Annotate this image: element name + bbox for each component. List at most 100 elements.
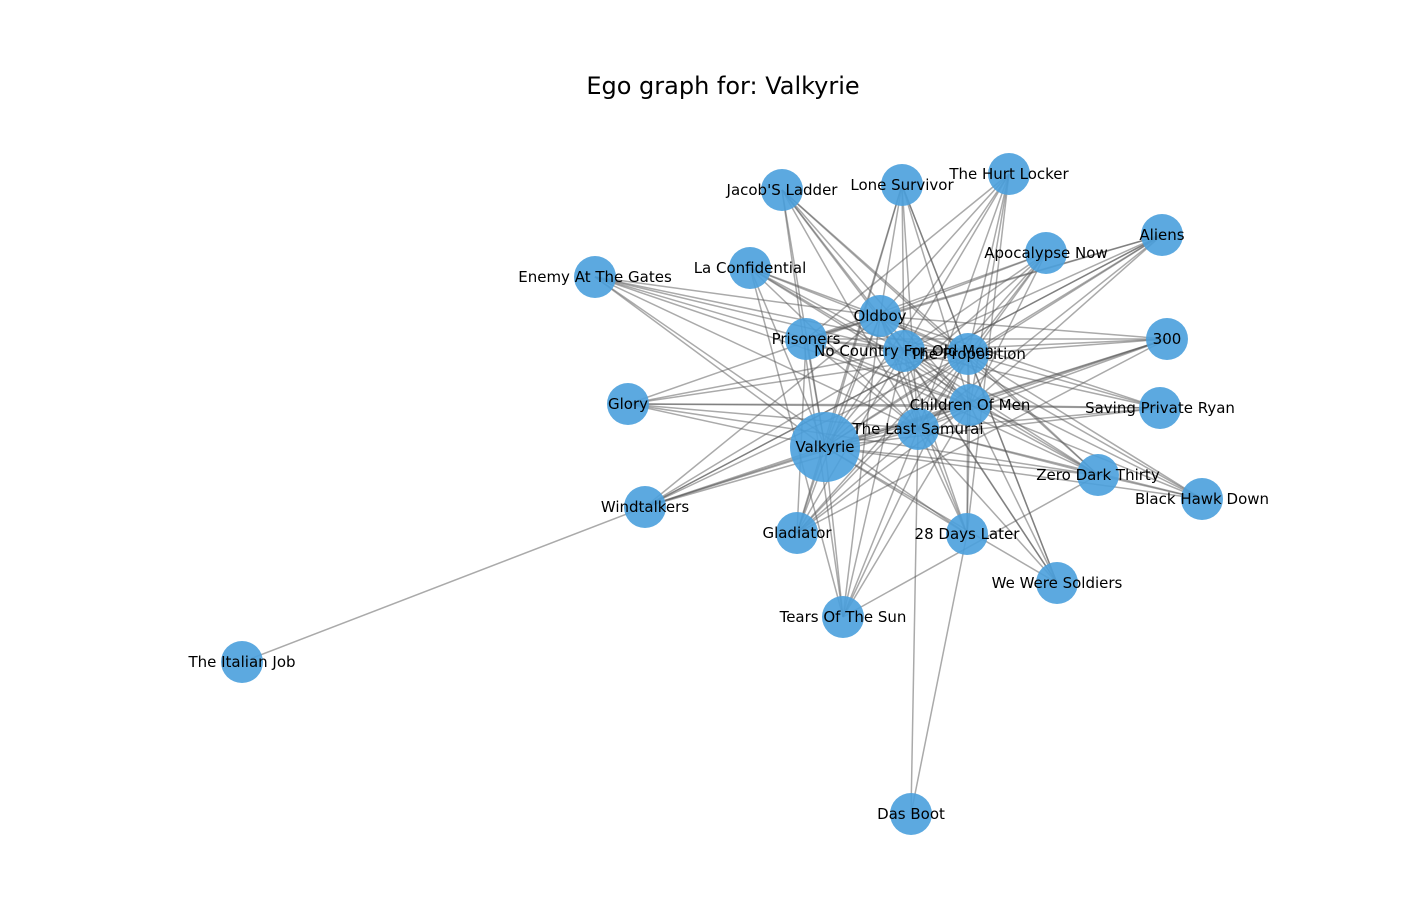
edge-no-country-we-were-soldiers bbox=[903, 350, 1058, 584]
edge-apocalypse-now-no-country bbox=[903, 252, 1047, 352]
edge-children-of-men-tears-of-the-sun bbox=[842, 404, 971, 618]
edge-proposition-zero-dark-thirty bbox=[967, 353, 1099, 476]
edge-no-country-tears-of-the-sun bbox=[842, 350, 905, 618]
edge-das-boot-twenty-eight-days-later bbox=[910, 533, 968, 815]
node-three-hundred bbox=[1146, 318, 1188, 360]
edge-la-confidential-children-of-men bbox=[749, 267, 971, 406]
edge-valkyrie-we-were-soldiers bbox=[824, 446, 1058, 584]
node-tears-of-the-sun bbox=[822, 596, 864, 638]
edge-children-of-men-twenty-eight-days-later bbox=[966, 404, 971, 535]
node-glory bbox=[607, 383, 649, 425]
edge-aliens-children-of-men bbox=[969, 234, 1163, 406]
node-label-three-hundred: 300 bbox=[1153, 330, 1182, 348]
edge-hurt-locker-oldboy bbox=[879, 173, 1010, 317]
node-label-prisoners: Prisoners bbox=[772, 330, 841, 348]
node-jacobs-ladder bbox=[761, 169, 803, 211]
node-label-valkyrie: Valkyrie bbox=[795, 438, 854, 456]
edge-glory-zero-dark-thirty bbox=[627, 403, 1099, 476]
node-windtalkers bbox=[624, 486, 666, 528]
edge-hurt-locker-prisoners bbox=[805, 173, 1010, 340]
edge-last-samurai-tears-of-the-sun bbox=[842, 428, 919, 618]
node-label-lone-survivor: Lone Survivor bbox=[850, 176, 954, 194]
node-label-tears-of-the-sun: Tears Of The Sun bbox=[779, 608, 907, 626]
node-proposition bbox=[947, 333, 989, 375]
node-hurt-locker bbox=[988, 153, 1030, 195]
node-zero-dark-thirty bbox=[1077, 454, 1119, 496]
node-label-children-of-men: Children Of Men bbox=[910, 396, 1031, 414]
node-label-last-samurai: The Last Samurai bbox=[851, 420, 983, 438]
node-label-apocalypse-now: Apocalypse Now bbox=[984, 244, 1107, 262]
edge-last-samurai-gladiator bbox=[796, 428, 919, 534]
node-saving-private-ryan bbox=[1139, 387, 1181, 429]
node-label-no-country: No Country For Old Men bbox=[814, 342, 994, 360]
nodes-layer bbox=[221, 153, 1223, 835]
edge-no-country-saving-private-ryan bbox=[903, 350, 1161, 409]
edge-aliens-no-country bbox=[903, 234, 1163, 352]
edge-valkyrie-enemy-at-the-gates bbox=[594, 276, 826, 448]
node-last-samurai bbox=[897, 408, 939, 450]
node-label-das-boot: Das Boot bbox=[877, 805, 945, 823]
node-we-were-soldiers bbox=[1036, 562, 1078, 604]
edge-das-boot-last-samurai bbox=[910, 428, 919, 815]
edge-enemy-at-the-gates-oldboy bbox=[594, 276, 881, 317]
node-no-country bbox=[883, 330, 925, 372]
node-lone-survivor bbox=[881, 164, 923, 206]
node-label-black-hawk-down: Black Hawk Down bbox=[1135, 490, 1269, 508]
edge-last-samurai-windtalkers bbox=[644, 428, 919, 508]
node-label-zero-dark-thirty: Zero Dark Thirty bbox=[1036, 466, 1160, 484]
node-italian-job bbox=[221, 641, 263, 683]
node-label-hurt-locker: The Hurt Locker bbox=[948, 165, 1069, 183]
edge-no-country-zero-dark-thirty bbox=[903, 350, 1099, 476]
node-label-enemy-at-the-gates: Enemy At The Gates bbox=[518, 268, 672, 286]
node-label-twenty-eight-days-later: 28 Days Later bbox=[915, 525, 1021, 543]
node-oldboy bbox=[859, 295, 901, 337]
node-label-la-confidential: La Confidential bbox=[694, 259, 807, 277]
node-label-proposition: The Proposition bbox=[909, 345, 1026, 363]
node-enemy-at-the-gates bbox=[574, 256, 616, 298]
node-label-italian-job: The Italian Job bbox=[187, 653, 295, 671]
node-label-gladiator: Gladiator bbox=[762, 524, 832, 542]
edge-proposition-tears-of-the-sun bbox=[842, 353, 969, 618]
edge-jacobs-ladder-tears-of-the-sun bbox=[781, 189, 844, 618]
edge-last-samurai-saving-private-ryan bbox=[917, 407, 1161, 430]
node-children-of-men bbox=[949, 384, 991, 426]
edge-proposition-black-hawk-down bbox=[967, 353, 1203, 500]
edge-aliens-proposition bbox=[967, 234, 1163, 355]
edge-oldboy-glory bbox=[627, 315, 881, 405]
edge-hurt-locker-no-country bbox=[903, 173, 1010, 352]
node-apocalypse-now bbox=[1025, 232, 1067, 274]
edge-proposition-saving-private-ryan bbox=[967, 353, 1161, 409]
edge-apocalypse-now-children-of-men bbox=[969, 252, 1047, 406]
edge-lone-survivor-oldboy bbox=[879, 184, 903, 317]
node-prisoners bbox=[785, 318, 827, 360]
edge-gladiator-three-hundred bbox=[796, 338, 1168, 534]
edge-la-confidential-zero-dark-thirty bbox=[749, 267, 1099, 476]
edge-last-samurai-glory bbox=[627, 403, 919, 430]
node-black-hawk-down bbox=[1181, 478, 1223, 520]
edge-valkyrie-hurt-locker bbox=[824, 173, 1010, 448]
edge-oldboy-saving-private-ryan bbox=[879, 315, 1161, 409]
node-la-confidential bbox=[729, 247, 771, 289]
node-label-saving-private-ryan: Saving Private Ryan bbox=[1085, 399, 1235, 417]
node-label-glory: Glory bbox=[608, 395, 648, 413]
edge-no-country-windtalkers bbox=[644, 350, 905, 508]
node-label-we-were-soldiers: We Were Soldiers bbox=[992, 574, 1123, 592]
edge-valkyrie-zero-dark-thirty bbox=[824, 446, 1099, 476]
edge-la-confidential-last-samurai bbox=[749, 267, 919, 430]
node-twenty-eight-days-later bbox=[946, 513, 988, 555]
node-label-oldboy: Oldboy bbox=[853, 307, 906, 325]
edge-no-country-glory bbox=[627, 350, 905, 405]
edge-glory-saving-private-ryan bbox=[627, 403, 1161, 409]
edge-hurt-locker-last-samurai bbox=[917, 173, 1010, 430]
edge-last-samurai-zero-dark-thirty bbox=[917, 428, 1099, 476]
node-gladiator bbox=[776, 512, 818, 554]
graph-title: Ego graph for: Valkyrie bbox=[586, 72, 860, 100]
node-aliens bbox=[1141, 214, 1183, 256]
edge-jacobs-ladder-zero-dark-thirty bbox=[781, 189, 1099, 476]
node-label-aliens: Aliens bbox=[1139, 226, 1184, 244]
node-label-jacobs-ladder: Jacob'S Ladder bbox=[726, 181, 839, 199]
edge-last-samurai-we-were-soldiers bbox=[917, 428, 1058, 584]
node-das-boot bbox=[890, 793, 932, 835]
